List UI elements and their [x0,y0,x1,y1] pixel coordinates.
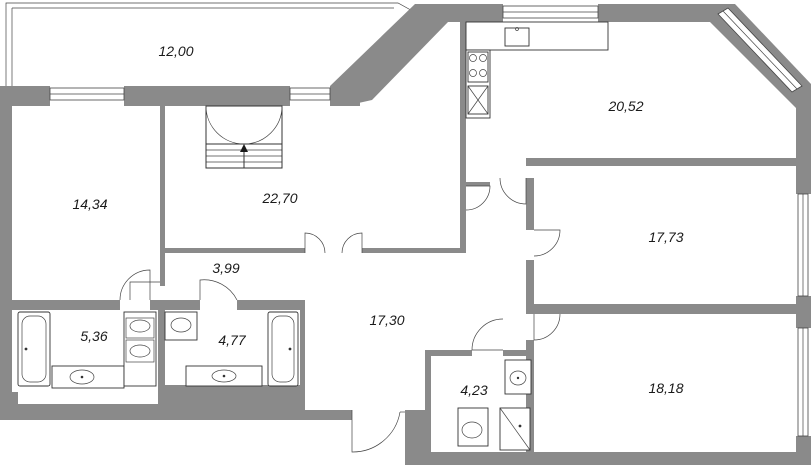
kitchen-fixtures [465,21,609,119]
balcony [5,2,419,86]
windows [49,5,809,437]
toilet-icon [461,421,483,439]
bathroom-middle-fixtures [164,311,299,387]
bathroom-left-fixtures [17,311,157,389]
room-labels: 12,00 22,70 20,52 14,34 17,73 18,18 17,3… [72,43,683,398]
walls [0,4,811,465]
toilet-icon [129,319,151,333]
toilet-icon [170,317,192,333]
washbasin-icon [51,365,125,389]
area-bathroom-middle: 4,77 [218,332,246,348]
balcony-door [205,105,283,169]
area-wc: 4,23 [460,382,487,398]
area-bedroom-left: 14,34 [72,196,107,212]
area-bedroom-right-top: 17,73 [648,229,683,245]
area-balcony: 12,00 [158,43,193,59]
stove-icon [467,51,489,83]
area-bathroom-left: 5,36 [80,328,107,344]
sink-icon [504,27,530,47]
wc-fixtures [457,359,532,451]
area-living: 22,70 [261,190,297,206]
bathtub-icon [267,311,299,387]
doors [119,177,561,453]
area-kitchen: 20,52 [607,98,643,114]
area-bedroom-right-bottom: 18,18 [648,380,683,396]
bathtub-icon [17,311,51,387]
arrow-up-icon [240,144,248,152]
bidet-icon [129,344,151,358]
area-hall: 17,30 [369,312,404,328]
area-corridor: 3,99 [212,260,239,276]
